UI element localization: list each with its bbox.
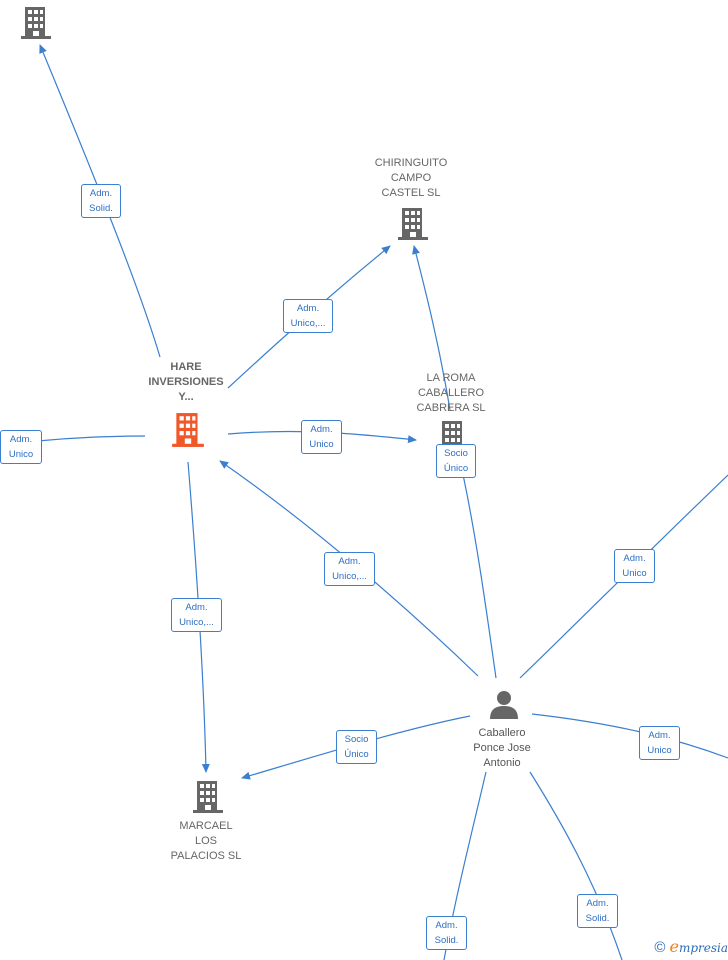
edge-label-caballero-bottomright[interactable]: Adm. Solid.: [577, 894, 618, 928]
edge-label-hare-marcael[interactable]: Adm. Unico,...: [171, 598, 222, 632]
brand-logo-e: e: [669, 937, 679, 956]
edge-label-caballero-marcael[interactable]: Socio Único: [336, 730, 377, 764]
edge-label-laroma-chiringuito[interactable]: Socio Único: [436, 444, 476, 478]
brand-watermark: ©empresia: [654, 937, 728, 956]
edge-label-hare-laroma[interactable]: Adm. Unico: [301, 420, 342, 454]
brand-logo-text: mpresia: [678, 941, 728, 955]
building-icon[interactable]: [192, 780, 224, 814]
edge-caballero-bottomright: [529, 771, 623, 960]
edge-label-caballero-upright[interactable]: Adm. Unico: [614, 549, 655, 583]
edge-label-caballero-right[interactable]: Adm. Unico: [639, 726, 680, 760]
copyright-icon: ©: [654, 939, 666, 956]
edge-label-caballero-bottom[interactable]: Adm. Solid.: [426, 916, 467, 950]
hare-label: HARE INVERSIONES Y...: [148, 361, 224, 403]
building-icon[interactable]: [20, 6, 52, 40]
building-icon-highlighted[interactable]: [171, 412, 205, 448]
edge-label-caballero-hare[interactable]: Adm. Unico,...: [324, 552, 375, 586]
edge-label-hare-top[interactable]: Adm. Solid.: [81, 184, 121, 218]
marcael-label: MARCAEL LOS PALACIOS SL: [170, 820, 242, 862]
la-roma-label: LA ROMA CABALLERO CABRERA SL: [416, 372, 486, 414]
caballero-label: Caballero Ponce Jose Antonio: [473, 727, 531, 769]
edge-label-hare-chiringuito[interactable]: Adm. Unico,...: [283, 299, 333, 333]
edge-hare-top: [39, 44, 161, 358]
building-icon[interactable]: [397, 207, 429, 241]
edge-caballero-laroma: [461, 469, 497, 679]
chiringuito-label: CHIRINGUITO CAMPO CASTEL SL: [374, 157, 448, 199]
edge-label-hare-left[interactable]: Adm. Unico: [0, 430, 42, 464]
edge-laroma-chiringuito: [412, 245, 451, 411]
person-icon[interactable]: [488, 688, 520, 720]
